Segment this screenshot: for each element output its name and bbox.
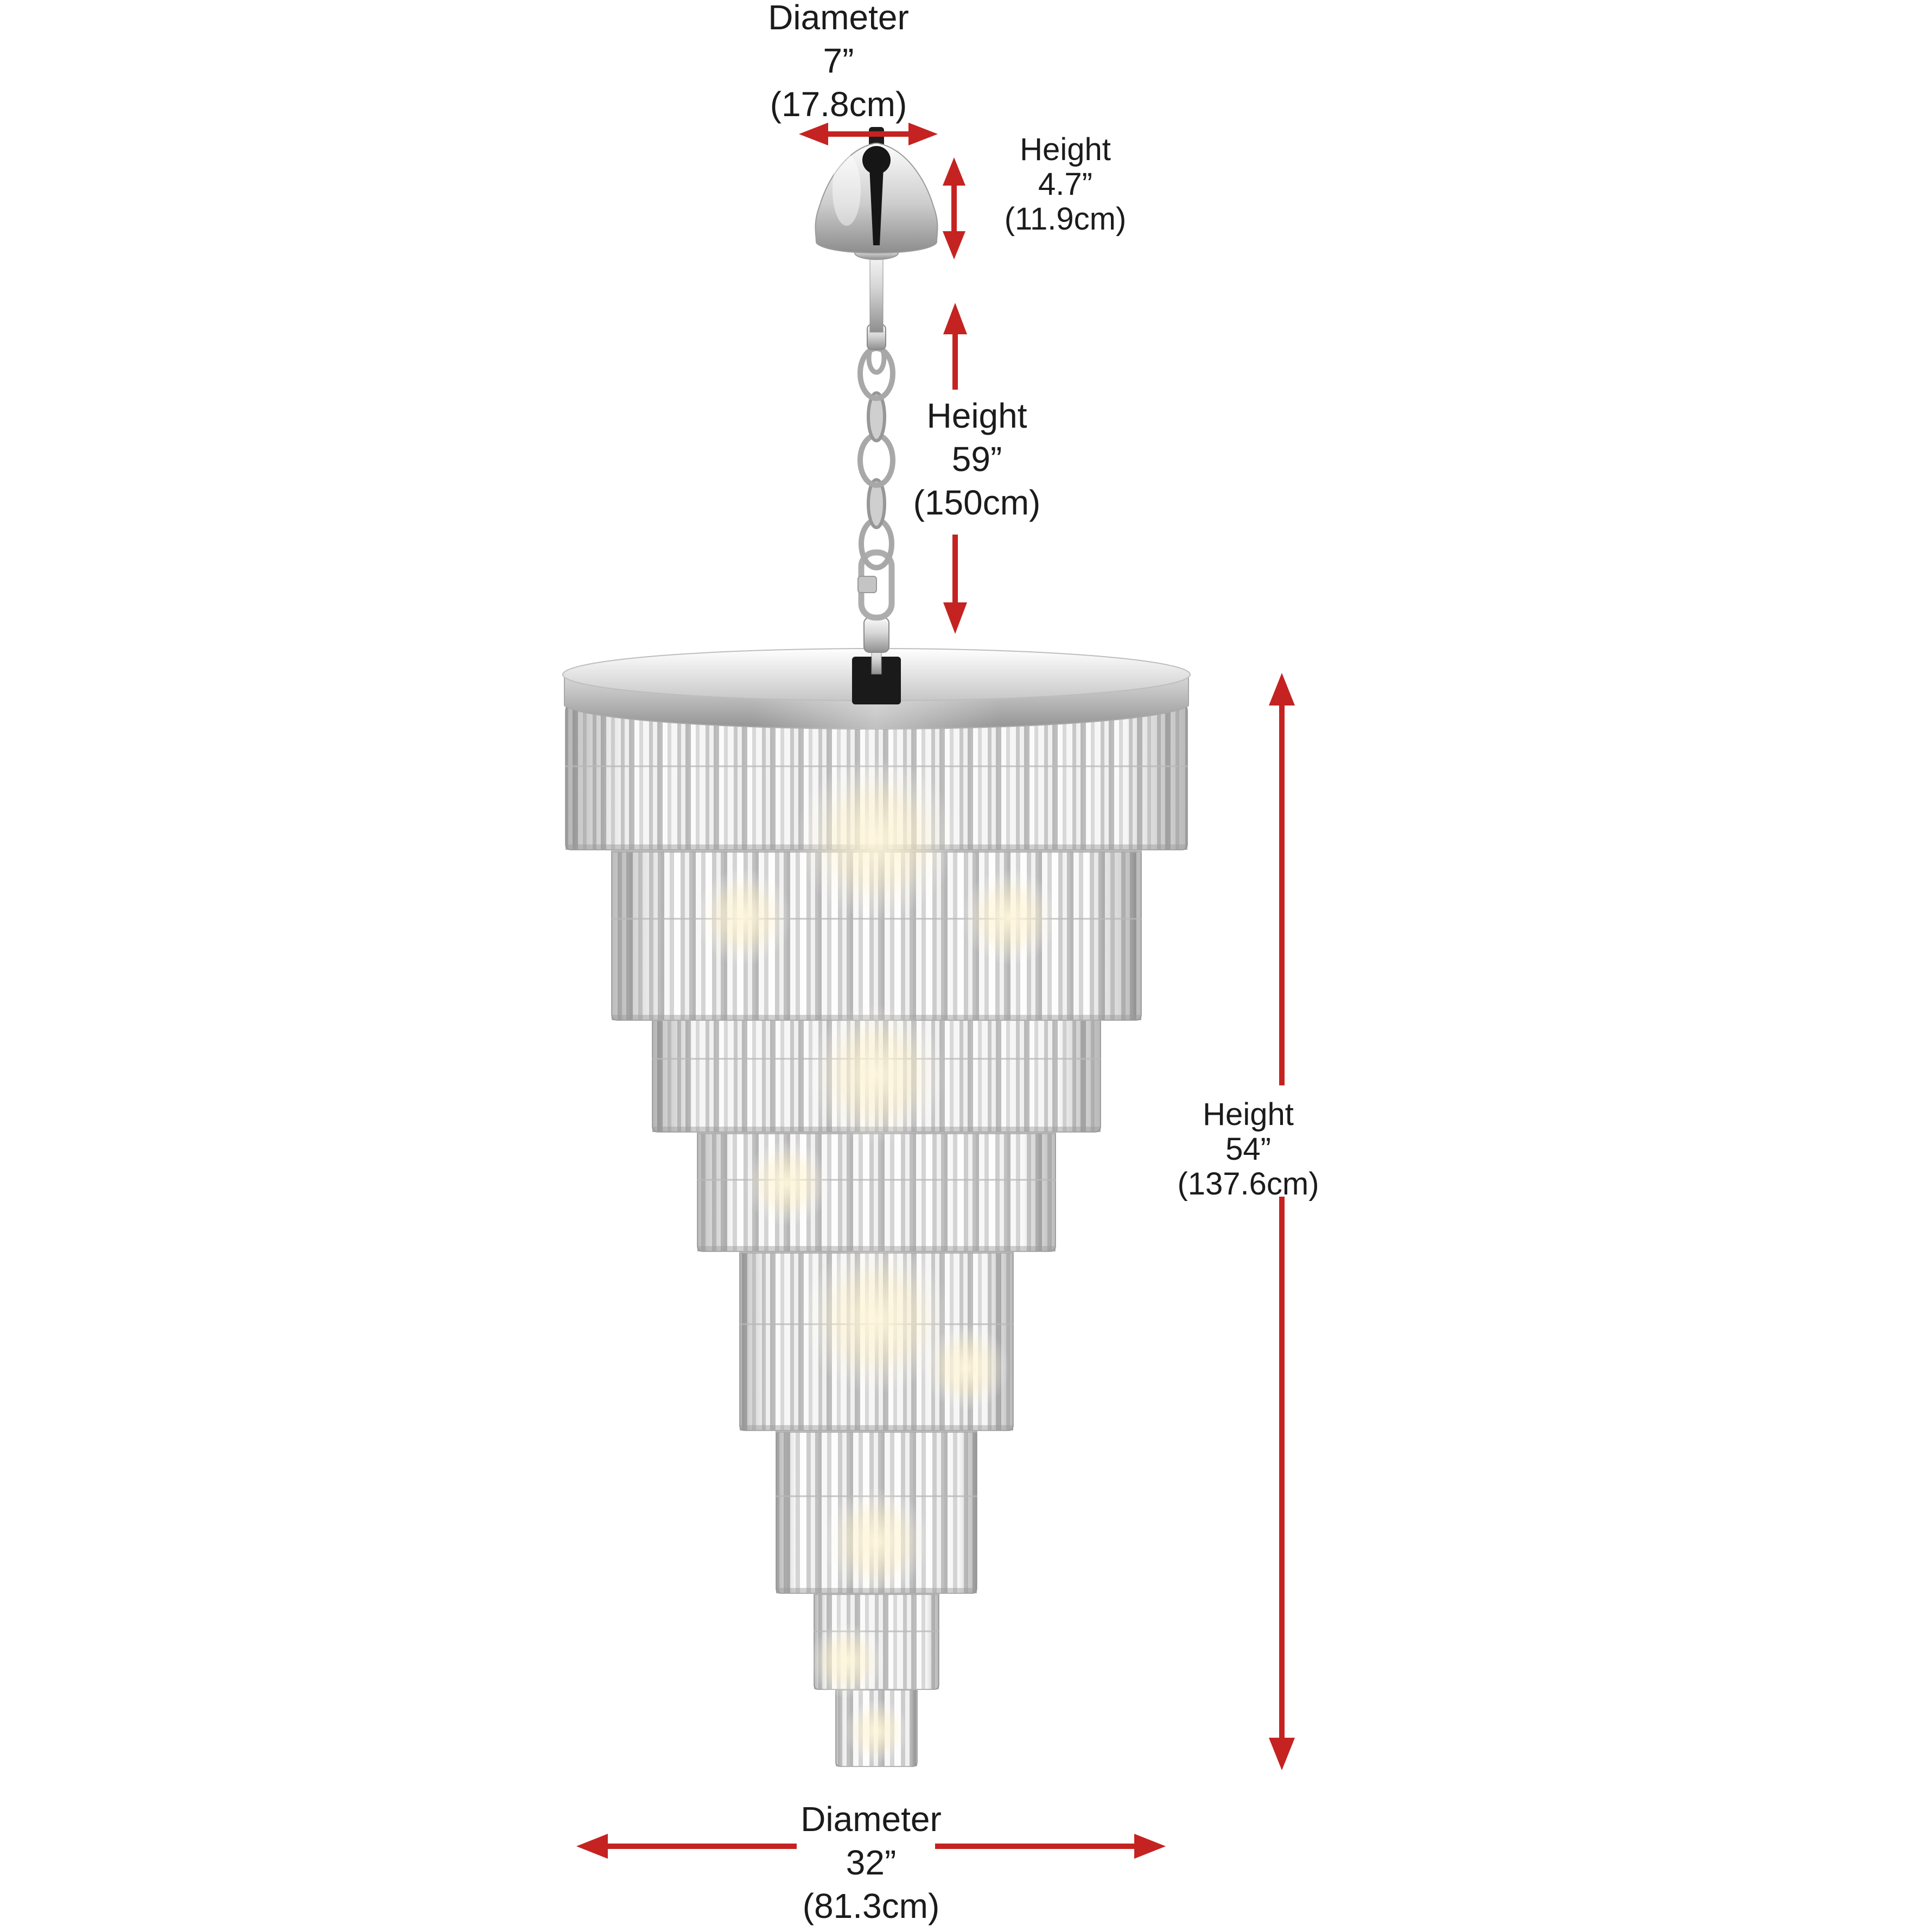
- fixture-diameter-arrow: [576, 1834, 1166, 1859]
- chain-height-cm: (150cm): [913, 483, 1041, 522]
- chain-height-inches: 59”: [951, 440, 1002, 479]
- chain: [857, 324, 895, 675]
- fixture-diameter-label: Diameter 32” (81.3cm): [800, 1797, 942, 1928]
- canopy-height-title: Height: [1020, 132, 1111, 167]
- canopy-diameter-arrow: [799, 123, 938, 145]
- chain-coupler: [863, 617, 889, 653]
- fixture-height-arrow: [1269, 673, 1295, 1770]
- fixture-diameter-inches: 32”: [846, 1843, 897, 1882]
- fixture-height-inches: 54”: [1225, 1132, 1271, 1167]
- mount-block: [852, 657, 901, 704]
- canopy: [815, 127, 938, 333]
- fixture-height-label: Height 54” (137.6cm): [1177, 1097, 1319, 1202]
- chrome-ring: [562, 648, 1191, 730]
- canopy-height-label: Height 4.7” (11.9cm): [1005, 132, 1127, 237]
- canopy-diameter-label: Diameter 7” (17.8cm): [768, 0, 909, 126]
- canopy-stem: [869, 250, 884, 333]
- chain-height-label: Height 59” (150cm): [913, 394, 1041, 524]
- crystal-tiers: [565, 705, 1188, 1767]
- light-glow: [695, 757, 1058, 1764]
- canopy-height-inches: 4.7”: [1038, 167, 1092, 202]
- fixture-height-title: Height: [1203, 1097, 1294, 1132]
- canopy-diameter-inches: 7”: [823, 41, 854, 80]
- canopy-height-cm: (11.9cm): [1004, 201, 1127, 237]
- fixture-height-cm: (137.6cm): [1177, 1166, 1319, 1202]
- fixture-diameter-cm: (81.3cm): [802, 1886, 940, 1925]
- dimension-marks: [576, 123, 1295, 1859]
- fixture-diameter-title: Diameter: [800, 1800, 942, 1839]
- chain-height-arrow: [943, 303, 967, 634]
- chain-height-title: Height: [926, 396, 1027, 435]
- canopy-diameter-title: Diameter: [768, 0, 909, 37]
- canopy-height-arrow: [943, 157, 965, 259]
- canopy-diameter-cm: (17.8cm): [770, 85, 907, 124]
